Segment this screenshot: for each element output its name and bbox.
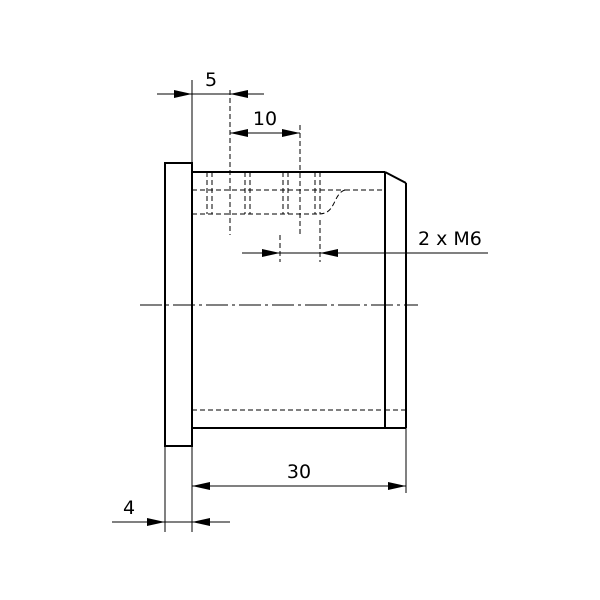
threaded-holes-hidden [192, 172, 385, 215]
dimension-30: 30 [191, 428, 407, 500]
dimension-10-label: 10 [253, 108, 277, 130]
body-outline [192, 171, 407, 429]
dimension-10: 10 [230, 108, 300, 137]
dimension-4-label: 4 [123, 497, 135, 519]
dimension-5-label: 5 [205, 69, 217, 91]
dimension-30-label: 30 [287, 461, 311, 483]
thread-callout: 2 x M6 [242, 228, 488, 257]
hole-centerlines [229, 90, 321, 262]
dimension-5: 5 [157, 69, 264, 163]
thread-callout-label: 2 x M6 [418, 228, 482, 250]
flange-outline [164, 162, 193, 447]
dimension-4: 4 [112, 446, 230, 532]
